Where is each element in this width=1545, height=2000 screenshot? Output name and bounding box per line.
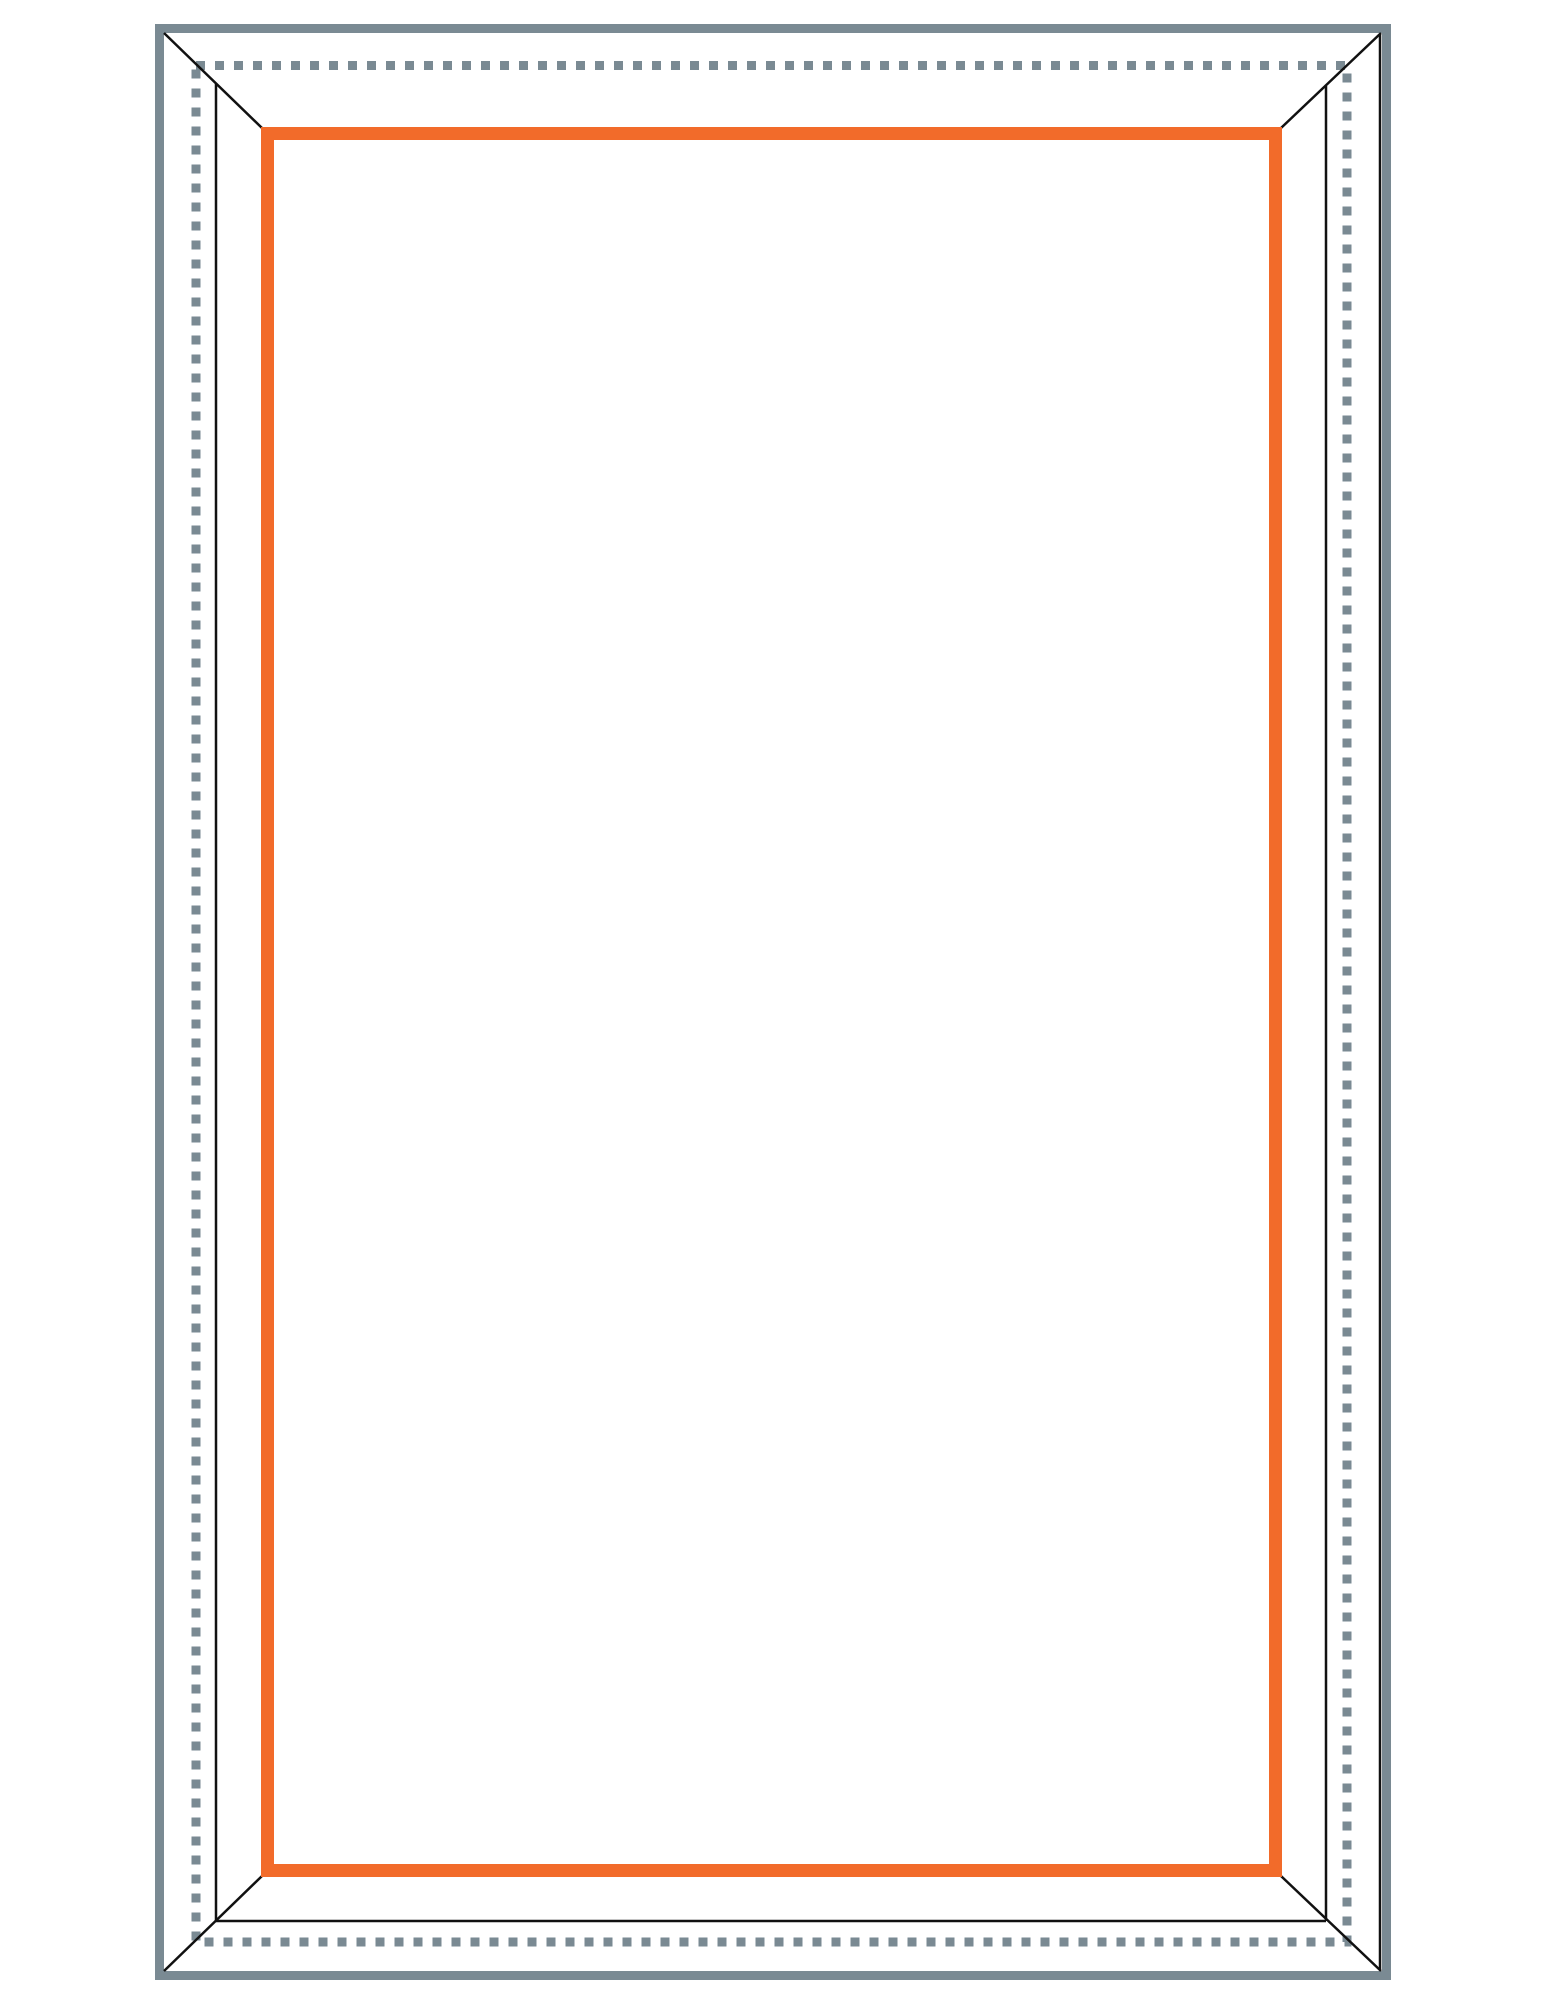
miter-top-right: [1280, 32, 1382, 129]
outer-frame: [155, 24, 1391, 1980]
miter-bottom-left: [163, 1875, 263, 1972]
dotted-frame: [191, 61, 1352, 1947]
miter-lines: [163, 32, 1382, 1972]
miter-bottom-right: [1280, 1875, 1382, 1972]
miter-top-left: [163, 32, 263, 129]
inner-opening: [261, 127, 1282, 1877]
